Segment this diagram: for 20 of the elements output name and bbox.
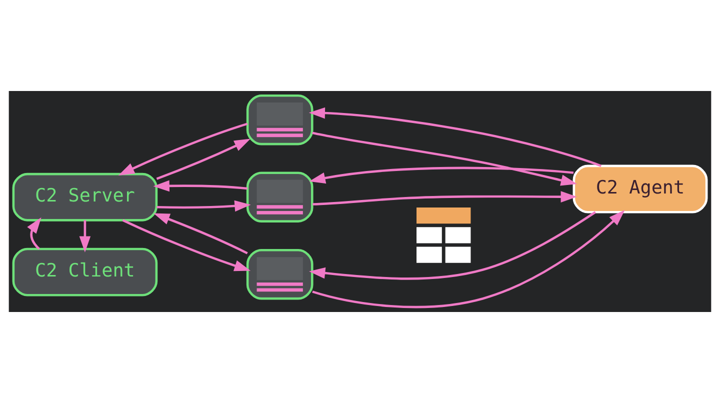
arrow: [156, 138, 250, 180]
arrow: [153, 213, 248, 254]
arrow: [312, 210, 625, 308]
arrow: [308, 107, 602, 167]
arrow: [312, 191, 577, 206]
arrow: [27, 217, 42, 250]
arrow: [312, 132, 578, 186]
arrow: [308, 211, 596, 280]
node-box: C2 Server: [12, 172, 158, 222]
arrow: [118, 122, 248, 176]
arrow: [122, 219, 251, 272]
node-box: C2 Client: [12, 248, 158, 296]
arrow: [153, 180, 248, 192]
node-picture: [246, 94, 314, 146]
node-box: C2 Agent: [572, 164, 708, 214]
arrow: [309, 166, 574, 184]
arrow: [156, 200, 251, 212]
arrow: [79, 220, 91, 252]
node-picture: [246, 172, 314, 222]
node-picture: [246, 249, 314, 300]
